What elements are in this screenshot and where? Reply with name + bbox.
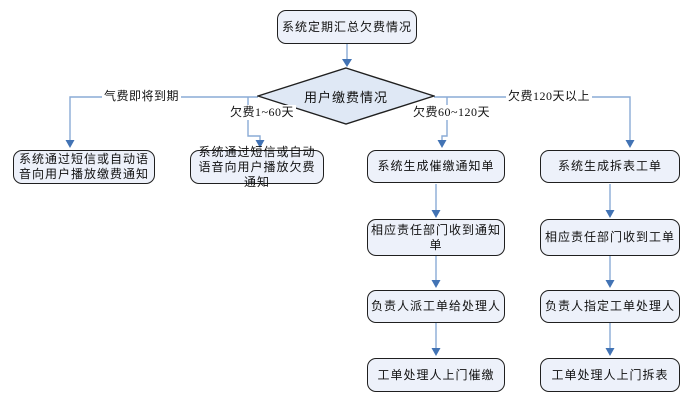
node-handler-visit-collect-label: 工单处理人上门催缴 (377, 367, 495, 382)
node-notify-payment: 系统通过短信或自动语音向用户播放缴费通知 (13, 150, 155, 184)
branch-label-gas-due: 气费即将到期 (102, 89, 182, 104)
node-notify-arrears: 系统通过短信或自动语音向用户播放欠费通知 (190, 145, 324, 189)
node-generate-removal-order-label: 系统生成拆表工单 (557, 159, 662, 173)
node-leader-dispatch-order-label: 负责人派工单给处理人 (370, 299, 501, 313)
connector-col3-step1-step2 (431, 184, 441, 218)
node-dept-receives-notice-label: 相应责任部门收到通知单 (370, 222, 501, 252)
node-dept-receives-notice: 相应责任部门收到通知单 (367, 219, 505, 256)
connector-col4-step3-step4 (605, 323, 615, 356)
node-start-label: 系统定期汇总欠费情况 (281, 19, 412, 34)
node-generate-reminder-notice: 系统生成催缴通知单 (367, 150, 505, 183)
node-leader-assign-handler-label: 负责人指定工单处理人 (544, 299, 675, 313)
connector-col3-step3-step4 (431, 323, 441, 356)
connector-start-to-decision (342, 44, 352, 67)
node-handler-visit-remove-meter: 工单处理人上门拆表 (540, 358, 680, 392)
node-start: 系统定期汇总欠费情况 (277, 10, 417, 44)
node-notify-payment-label: 系统通过短信或自动语音向用户播放缴费通知 (18, 152, 149, 181)
branch-label-1-60-days: 欠费1~60天 (228, 105, 296, 120)
connector-col4-step1-step2 (605, 184, 615, 218)
node-generate-removal-order: 系统生成拆表工单 (540, 150, 680, 183)
node-dept-receives-order-label: 相应责任部门收到工单 (544, 230, 675, 244)
branch-label-over-120-days: 欠费120天以上 (506, 89, 593, 104)
node-dept-receives-order: 相应责任部门收到工单 (540, 219, 680, 256)
branch-label-60-120-days: 欠费60~120天 (411, 105, 492, 120)
connector-branch-gas-due (65, 96, 258, 148)
connector-branch-over-120-days (434, 96, 635, 148)
node-handler-visit-remove-meter-label: 工单处理人上门拆表 (551, 367, 669, 382)
node-handler-visit-collect: 工单处理人上门催缴 (367, 358, 505, 392)
node-decision: 用户缴费情况 (257, 67, 435, 125)
node-notify-arrears-label: 系统通过短信或自动语音向用户播放欠费通知 (198, 144, 316, 189)
node-generate-reminder-notice-label: 系统生成催缴通知单 (377, 159, 495, 173)
connector-col4-step2-step3 (605, 256, 615, 288)
connector-col3-step2-step3 (431, 256, 441, 288)
node-decision-label: 用户缴费情况 (303, 89, 388, 105)
node-leader-assign-handler: 负责人指定工单处理人 (540, 290, 680, 323)
node-leader-dispatch-order: 负责人派工单给处理人 (367, 290, 505, 323)
decision-diamond-shape (257, 67, 435, 125)
